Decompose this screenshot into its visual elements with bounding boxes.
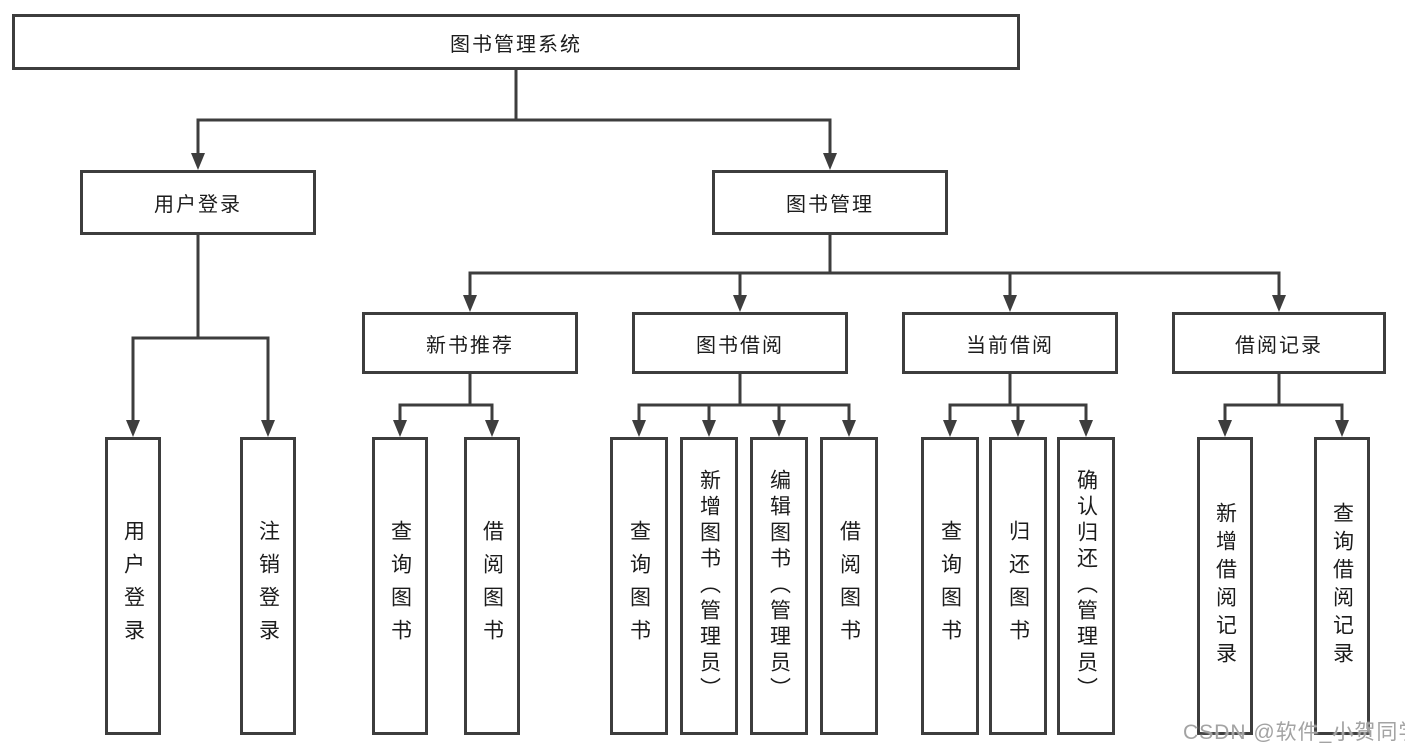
arrowhead bbox=[1079, 420, 1093, 437]
arrowhead bbox=[823, 153, 837, 170]
arrowhead bbox=[393, 420, 407, 437]
connector-login-to-leaves bbox=[131, 235, 270, 421]
node-borrow-records: 借阅记录 bbox=[1172, 312, 1386, 374]
arrowhead bbox=[485, 420, 499, 437]
arrowhead bbox=[261, 420, 275, 437]
node-root-system: 图书管理系统 bbox=[12, 14, 1020, 70]
leaf-borrow-books: 借阅图书 bbox=[820, 437, 878, 735]
leaf-add-books-admin: 新增图书（管理员） bbox=[680, 437, 738, 735]
connector-management-to-level3 bbox=[468, 235, 1281, 296]
node-book-management: 图书管理 bbox=[712, 170, 948, 235]
arrowhead bbox=[463, 295, 477, 312]
connector-records-to-leaves bbox=[1223, 374, 1344, 421]
arrowhead bbox=[632, 420, 646, 437]
leaf-return-books: 归还图书 bbox=[989, 437, 1047, 735]
leaf-query-borrow-record: 查询借阅记录 bbox=[1314, 437, 1370, 735]
node-current-borrow: 当前借阅 bbox=[902, 312, 1118, 374]
arrowhead bbox=[1003, 295, 1017, 312]
leaf-add-borrow-record: 新增借阅记录 bbox=[1197, 437, 1253, 735]
arrowhead bbox=[943, 420, 957, 437]
leaf-current-query-books: 查询图书 bbox=[921, 437, 979, 735]
leaf-logout: 注销登录 bbox=[240, 437, 296, 735]
arrowhead bbox=[1272, 295, 1286, 312]
arrowhead bbox=[1335, 420, 1349, 437]
connector-current-to-leaves bbox=[948, 374, 1088, 421]
arrowhead bbox=[126, 420, 140, 437]
arrowhead bbox=[842, 420, 856, 437]
leaf-edit-books-admin: 编辑图书（管理员） bbox=[750, 437, 808, 735]
leaf-borrow-query-books: 查询图书 bbox=[610, 437, 668, 735]
leaf-recommend-borrow-books: 借阅图书 bbox=[464, 437, 520, 735]
csdn-watermark: CSDN @软件_小贺同学 bbox=[1183, 721, 1405, 744]
node-new-book-recommend: 新书推荐 bbox=[362, 312, 578, 374]
arrowheads bbox=[126, 153, 1349, 437]
connector-recommend-to-leaves bbox=[398, 374, 494, 421]
arrowhead bbox=[733, 295, 747, 312]
leaf-confirm-return-admin: 确认归还（管理员） bbox=[1057, 437, 1115, 735]
connector-borrow-to-leaves bbox=[637, 374, 851, 421]
leaf-recommend-query-books: 查询图书 bbox=[372, 437, 428, 735]
node-user-login: 用户登录 bbox=[80, 170, 316, 235]
arrowhead bbox=[1011, 420, 1025, 437]
leaf-user-login: 用户登录 bbox=[105, 437, 161, 735]
arrowhead bbox=[1218, 420, 1232, 437]
connector-root-to-level2 bbox=[196, 70, 832, 154]
arrowhead bbox=[702, 420, 716, 437]
node-book-borrow: 图书借阅 bbox=[632, 312, 848, 374]
arrowhead bbox=[191, 153, 205, 170]
arrowhead bbox=[772, 420, 786, 437]
